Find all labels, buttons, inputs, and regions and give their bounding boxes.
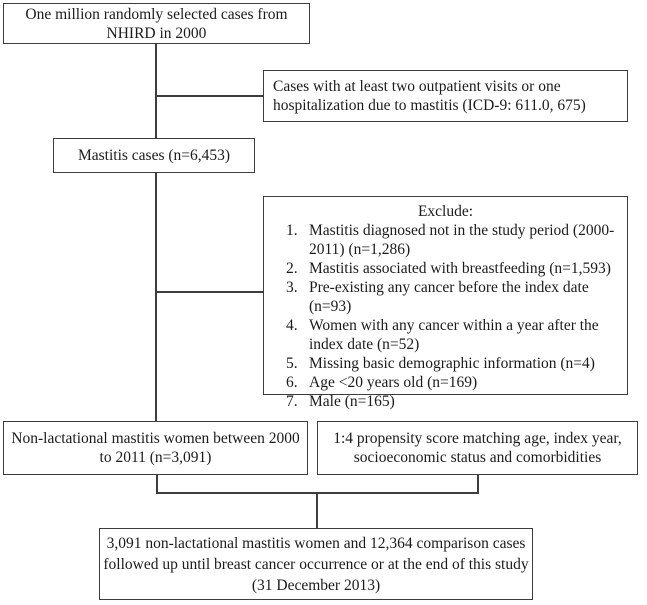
exclude-list-item: 4. Women with any cancer within a year a… <box>264 316 627 354</box>
matching-box-line2: socioeconomic status and comorbidities <box>353 449 602 466</box>
exclude-item-number: 3. <box>286 279 298 296</box>
exclude-item-text: Age <20 years old (n=169) <box>309 374 478 391</box>
exclude-list-item: 1. Mastitis diagnosed not in the study p… <box>264 221 627 259</box>
exclude-item-text: Mastitis associated with breastfeeding (… <box>309 260 611 277</box>
exclude-list-item: 2. Mastitis associated with breastfeedin… <box>264 259 627 278</box>
connector-nonlact-drop <box>156 474 158 493</box>
exclude-list: 1. Mastitis diagnosed not in the study p… <box>264 221 627 411</box>
exclude-item-number: 2. <box>286 260 298 277</box>
exclude-item-number: 1. <box>286 222 298 239</box>
source-box-line2: NHIRD in 2000 <box>106 24 207 42</box>
propensity-matching-box: 1:4 propensity score matching age, index… <box>317 421 638 475</box>
mastitis-cases-label: Mastitis cases (n=6,453) <box>77 147 231 164</box>
connector-matching-drop <box>477 474 479 493</box>
exclude-item-number: 5. <box>286 355 298 372</box>
connector-merge-bar <box>156 492 479 494</box>
criteria-box-line2: hospitalization due to mastitis (ICD-9: … <box>273 97 586 114</box>
nonlact-box-line2: to 2011 (n=3,091) <box>99 449 212 466</box>
exclude-item-text: Male (n=165) <box>309 393 395 410</box>
exclude-list-item: 6. Age <20 years old (n=169) <box>264 373 627 392</box>
nonlactational-cohort-box: Non-lactational mastitis women between 2… <box>3 421 308 475</box>
mastitis-cases-box: Mastitis cases (n=6,453) <box>53 138 255 173</box>
exclude-item-text: Missing basic demographic information (n… <box>309 355 595 372</box>
exclude-item-number: 4. <box>286 317 298 334</box>
connector-branch-to-exclude <box>155 291 263 293</box>
connector-merge-to-final <box>316 492 318 529</box>
connector-mastitis-to-nonlact <box>155 172 157 422</box>
exclude-item-number: 7. <box>286 393 298 410</box>
exclude-title: Exclude: <box>417 203 474 220</box>
exclude-item-text: Women with any cancer within a year afte… <box>309 317 599 353</box>
source-population-box: One million randomly selected cases from… <box>3 3 310 44</box>
exclusion-criteria-box: Exclude: 1. Mastitis diagnosed not in th… <box>263 196 628 410</box>
matching-box-line1: 1:4 propensity score matching age, index… <box>333 430 622 447</box>
exclude-item-text: Mastitis diagnosed not in the study peri… <box>309 222 615 258</box>
exclude-list-item: 7. Male (n=165) <box>264 392 627 411</box>
criteria-box-line1: Cases with at least two outpatient visit… <box>273 78 561 95</box>
final-box-line1: 3,091 non-lactational mastitis women and… <box>106 534 526 552</box>
final-box-line2: followed up until breast cancer occurren… <box>103 555 529 573</box>
inclusion-criteria-box: Cases with at least two outpatient visit… <box>263 70 628 122</box>
connector-branch-to-criteria <box>155 95 263 97</box>
connector-source-to-mastitis <box>155 43 157 139</box>
final-box-line3: (31 December 2013) <box>251 576 381 594</box>
exclude-item-number: 6. <box>286 374 298 391</box>
exclude-item-text: Pre-existing any cancer before the index… <box>309 279 589 315</box>
nonlact-box-line1: Non-lactational mastitis women between 2… <box>11 430 300 447</box>
exclude-list-item: 3. Pre-existing any cancer before the in… <box>264 278 627 316</box>
final-cohort-box: 3,091 non-lactational mastitis women and… <box>99 528 533 600</box>
exclude-list-item: 5. Missing basic demographic information… <box>264 354 627 373</box>
source-box-line1: One million randomly selected cases from <box>25 5 288 23</box>
